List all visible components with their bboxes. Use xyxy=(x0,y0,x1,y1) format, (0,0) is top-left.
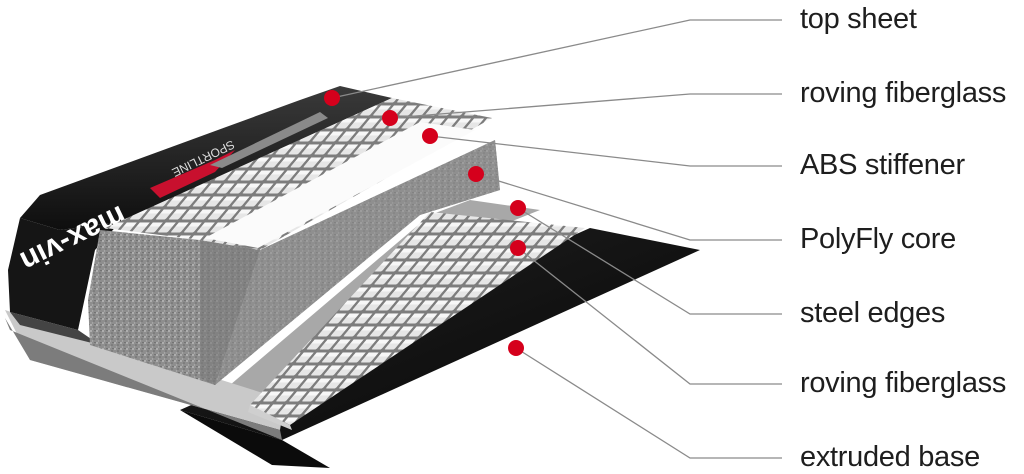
marker-extruded-base xyxy=(508,340,524,356)
leader-lines xyxy=(331,19,782,459)
marker-top-sheet xyxy=(324,90,340,106)
marker-roving-fiberglass-lower xyxy=(510,240,526,256)
abs-stiffener-layer xyxy=(205,122,475,248)
label-extruded-base: extruded base xyxy=(800,441,980,473)
marker-steel-edges xyxy=(510,200,526,216)
label-top-sheet: top sheet xyxy=(800,3,917,35)
marker-roving-fiberglass-upper xyxy=(382,110,398,126)
label-roving-fiberglass-upper: roving fiberglass xyxy=(800,77,1007,109)
label-steel-edges: steel edges xyxy=(800,297,946,329)
brand-stripe xyxy=(150,150,235,198)
roving-fiberglass-lower-layer xyxy=(250,212,585,425)
label-roving-fiberglass-lower: roving fiberglass xyxy=(800,367,1007,399)
marker-polyfly-core xyxy=(468,166,484,182)
markers xyxy=(324,90,526,356)
top-sheet-layer xyxy=(20,86,392,230)
marker-abs-stiffener xyxy=(422,128,438,144)
label-polyfly-core: PolyFly core xyxy=(800,223,956,255)
label-abs-stiffener: ABS stiffener xyxy=(800,149,965,181)
